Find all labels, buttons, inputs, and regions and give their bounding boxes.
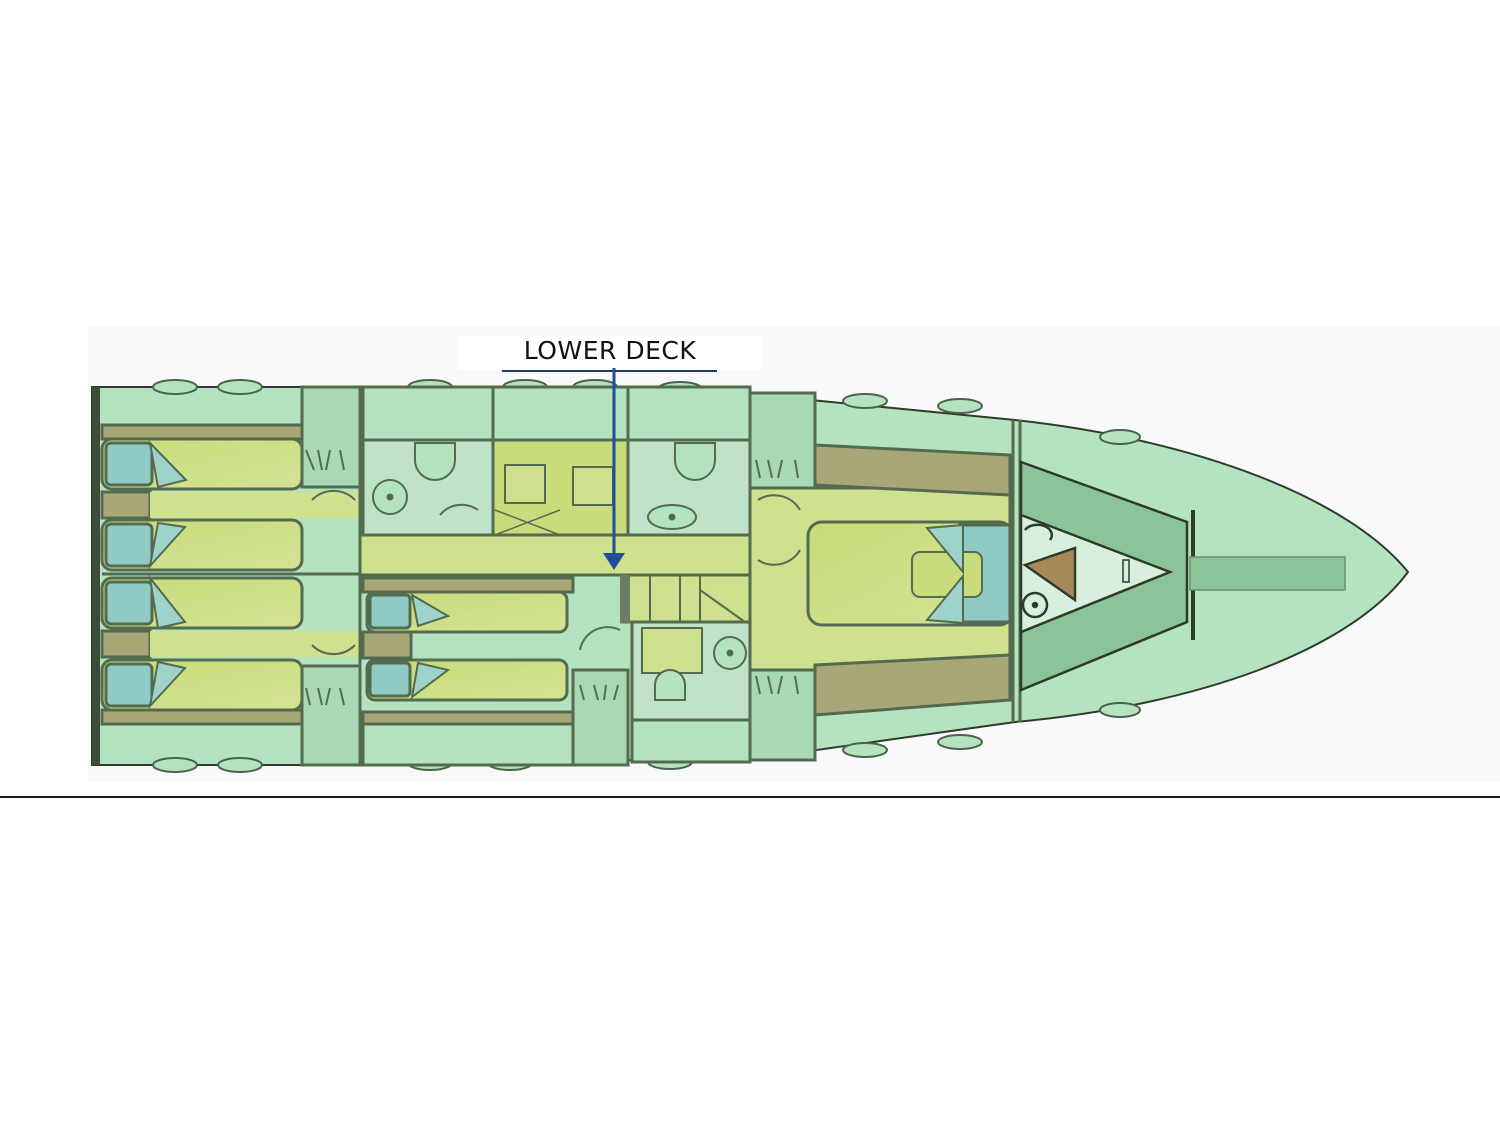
floor-plan-drawing bbox=[91, 379, 1410, 773]
diagram-title: LOWER DECK bbox=[523, 336, 697, 365]
pointer-arrow bbox=[603, 368, 625, 570]
floor-plan-frame: WORLD bbox=[88, 326, 1500, 1020]
aft-cabins bbox=[100, 385, 362, 767]
diagram-title-box: LOWER DECK bbox=[458, 336, 762, 372]
watermark: WORLD bbox=[1166, 944, 1312, 1021]
crew-forepeak bbox=[1019, 460, 1346, 692]
middle-section bbox=[358, 385, 752, 767]
forward-cabin bbox=[748, 391, 1022, 762]
horizontal-rule bbox=[0, 796, 1500, 798]
title-underline bbox=[502, 370, 717, 372]
